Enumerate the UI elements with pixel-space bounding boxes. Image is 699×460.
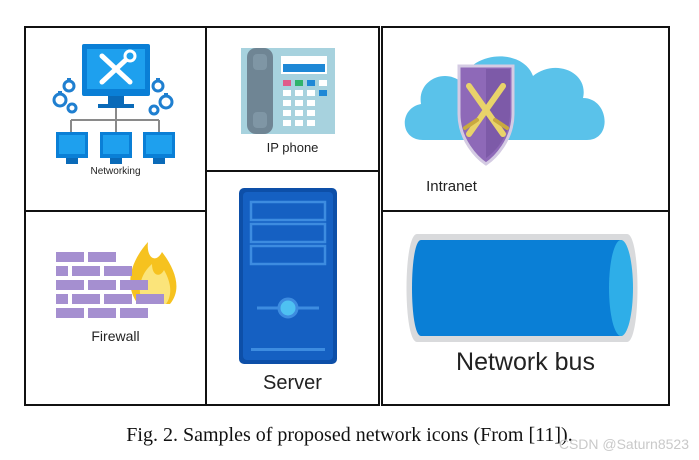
networking-label: Networking bbox=[90, 166, 141, 177]
ip-phone-cell: IP phone bbox=[205, 26, 380, 172]
ip-phone-label: IP phone bbox=[266, 140, 319, 155]
networking-icon bbox=[52, 44, 175, 164]
power-button-icon bbox=[277, 297, 299, 319]
intranet-label: Intranet bbox=[426, 178, 477, 195]
ip-phone-icon bbox=[241, 48, 335, 134]
intranet-cell: Intranet bbox=[381, 26, 670, 212]
firewall-label: Firewall bbox=[91, 328, 140, 344]
network-bus-label: Network bus bbox=[456, 348, 595, 376]
watermark: CSDN @Saturn8523 bbox=[558, 436, 689, 452]
firewall-cell: Firewall bbox=[24, 210, 207, 406]
server-label: Server bbox=[263, 372, 322, 394]
firewall-icon bbox=[56, 242, 177, 318]
intranet-icon bbox=[404, 56, 605, 166]
server-icon bbox=[239, 188, 337, 364]
network-bus-icon bbox=[406, 234, 638, 342]
figure-caption: Fig. 2. Samples of proposed network icon… bbox=[126, 424, 573, 446]
server-cell: Server bbox=[205, 170, 380, 406]
network-bus-cell: Network bus bbox=[381, 210, 670, 406]
networking-cell: Networking bbox=[24, 26, 207, 212]
